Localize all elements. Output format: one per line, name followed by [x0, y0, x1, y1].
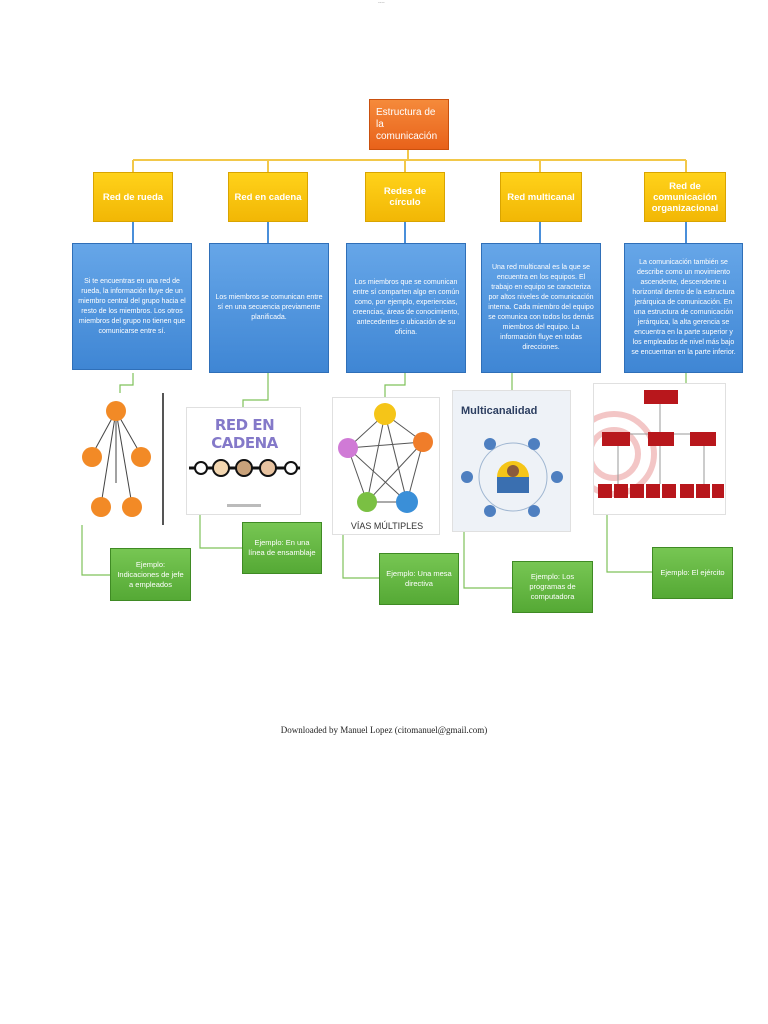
category-red-de-rueda: Red de rueda — [93, 172, 173, 222]
page-top-mark: ---- — [378, 0, 385, 6]
category-redes-de-circulo: Redes de círculo — [365, 172, 445, 222]
chain-links-icon — [189, 459, 300, 507]
category-title: Red de rueda — [102, 191, 164, 203]
example-text: Ejemplo: En una línea de ensamblaje — [248, 538, 316, 557]
description-redes-de-circulo: Los miembros que se comunican entre sí c… — [346, 243, 466, 373]
wheel-network-image — [72, 393, 164, 525]
example-red-organizacional: Ejemplo: El ejército — [652, 547, 733, 599]
description-text: Una red multicanal es la que se encuentr… — [488, 264, 594, 351]
category-red-multicanal: Red multicanal — [500, 172, 582, 222]
category-title: Red de comunicación organizacional — [651, 180, 719, 214]
circle-network-image: VÍAS MÚLTIPLES — [332, 397, 440, 535]
description-text: La comunicación también se describe como… — [631, 259, 736, 356]
example-red-en-cadena: Ejemplo: En una línea de ensamblaje — [242, 522, 322, 574]
multichannel-icon — [461, 438, 563, 517]
example-text: Ejemplo: El ejército — [660, 568, 725, 577]
multichannel-image-title: Multicanalidad — [461, 405, 538, 417]
download-footer: Downloaded by Manuel Lopez (citomanuel@g… — [280, 725, 488, 735]
description-text: Los miembros se comunican entre sí en un… — [215, 294, 323, 321]
description-red-de-rueda: Si te encuentras en una red de rueda, la… — [72, 243, 192, 370]
description-text: Los miembros que se comunican entre sí c… — [352, 279, 460, 336]
description-red-multicanal: Una red multicanal es la que se encuentr… — [481, 243, 601, 373]
category-red-en-cadena: Red en cadena — [228, 172, 308, 222]
description-red-organizacional: La comunicación también se describe como… — [624, 243, 743, 373]
organizational-chart-image — [593, 383, 726, 515]
root-node: Estructura de la comunicación — [369, 99, 449, 150]
example-redes-de-circulo: Ejemplo: Una mesa directiva — [379, 553, 459, 605]
multichannel-image: Multicanalidad — [452, 390, 571, 532]
category-title: Red multicanal — [507, 191, 575, 203]
example-text: Ejemplo: Una mesa directiva — [386, 569, 452, 588]
category-title: Red en cadena — [234, 191, 302, 203]
org-chart-icon — [594, 390, 724, 498]
pentagon-network-icon — [338, 403, 433, 513]
root-label: Estructura de la comunicación — [376, 106, 438, 142]
chain-image-title: RED EN CADENA — [211, 416, 278, 452]
description-text: Si te encuentras en una red de rueda, la… — [78, 277, 186, 335]
category-red-organizacional: Red de comunicación organizacional — [644, 172, 726, 222]
example-text: Ejemplo: Indicaciones de jefe a empleado… — [117, 559, 184, 589]
example-red-multicanal: Ejemplo: Los programas de computadora — [512, 561, 593, 613]
wheel-network-icon — [82, 401, 151, 517]
chain-network-image: RED EN CADENA — [186, 407, 301, 515]
example-text: Ejemplo: Los programas de computadora — [529, 572, 576, 601]
circle-image-caption: VÍAS MÚLTIPLES — [350, 521, 424, 531]
description-red-en-cadena: Los miembros se comunican entre sí en un… — [209, 243, 329, 373]
example-red-de-rueda: Ejemplo: Indicaciones de jefe a empleado… — [110, 548, 191, 601]
category-title: Redes de círculo — [383, 186, 427, 208]
